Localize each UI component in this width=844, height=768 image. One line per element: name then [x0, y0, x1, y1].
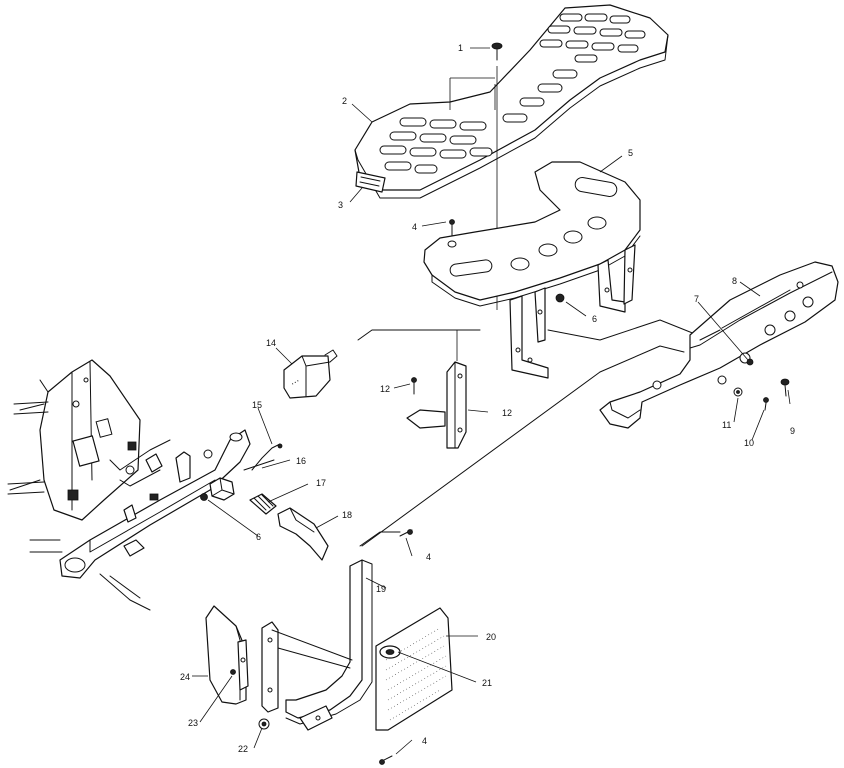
callout-3: 3 — [338, 200, 343, 210]
callout-17: 17 — [316, 478, 326, 488]
callout-4-middle: 4 — [426, 552, 431, 562]
mud-flap — [375, 607, 453, 731]
rear-rack-deck — [354, 4, 669, 199]
callout-9: 9 — [790, 426, 795, 436]
side-guard — [205, 605, 249, 705]
screw-part-4-top — [449, 219, 455, 237]
deck-slots — [379, 13, 646, 174]
callout-24: 24 — [180, 672, 190, 682]
callout-4-lower: 4 — [422, 736, 427, 746]
rear-bumper — [599, 261, 839, 429]
callout-12-small: 12 — [380, 384, 390, 394]
callout-12: 12 — [502, 408, 512, 418]
callout-23: 23 — [188, 718, 198, 728]
callout-8: 8 — [732, 276, 737, 286]
chassis-frame — [7, 359, 251, 611]
lower-fasteners — [230, 529, 413, 765]
callout-6-lower: 6 — [256, 532, 261, 542]
callout-5: 5 — [628, 148, 633, 158]
callout-22: 22 — [238, 744, 248, 754]
callout-2: 2 — [342, 96, 347, 106]
callout-14: 14 — [266, 338, 276, 348]
tube — [277, 507, 329, 561]
bolt-part-12-small — [411, 377, 417, 395]
callout-11: 11 — [722, 420, 731, 430]
callout-leaders — [192, 47, 791, 755]
callout-16: 16 — [296, 456, 306, 466]
hitch-pin-assembly — [200, 443, 283, 501]
callout-18: 18 — [342, 510, 352, 520]
bumper-fasteners — [733, 358, 790, 411]
callout-19: 19 — [376, 584, 386, 594]
callout-21: 21 — [482, 678, 492, 688]
taillight: ⋯ — [283, 349, 338, 399]
callout-1: 1 — [458, 43, 463, 53]
callout-4-upper: 4 — [412, 222, 417, 232]
nut-part-6-upper — [555, 293, 565, 303]
callout-labels: 1 2 3 4 4 4 5 6 6 7 8 9 10 11 12 12 14 1… — [180, 43, 795, 754]
spring-sleeve — [249, 493, 277, 515]
callout-10: 10 — [744, 438, 754, 448]
callout-15: 15 — [252, 400, 262, 410]
callout-7: 7 — [694, 294, 699, 304]
mud-flap-bracket — [261, 559, 373, 731]
reflector — [355, 171, 386, 193]
frame-guide-lines — [357, 319, 701, 547]
rack-support-bracket — [423, 161, 641, 379]
callout-20: 20 — [486, 632, 496, 642]
callout-6-upper: 6 — [592, 314, 597, 324]
svg-text:⋯: ⋯ — [289, 376, 302, 389]
hitch-bracket — [406, 330, 467, 449]
